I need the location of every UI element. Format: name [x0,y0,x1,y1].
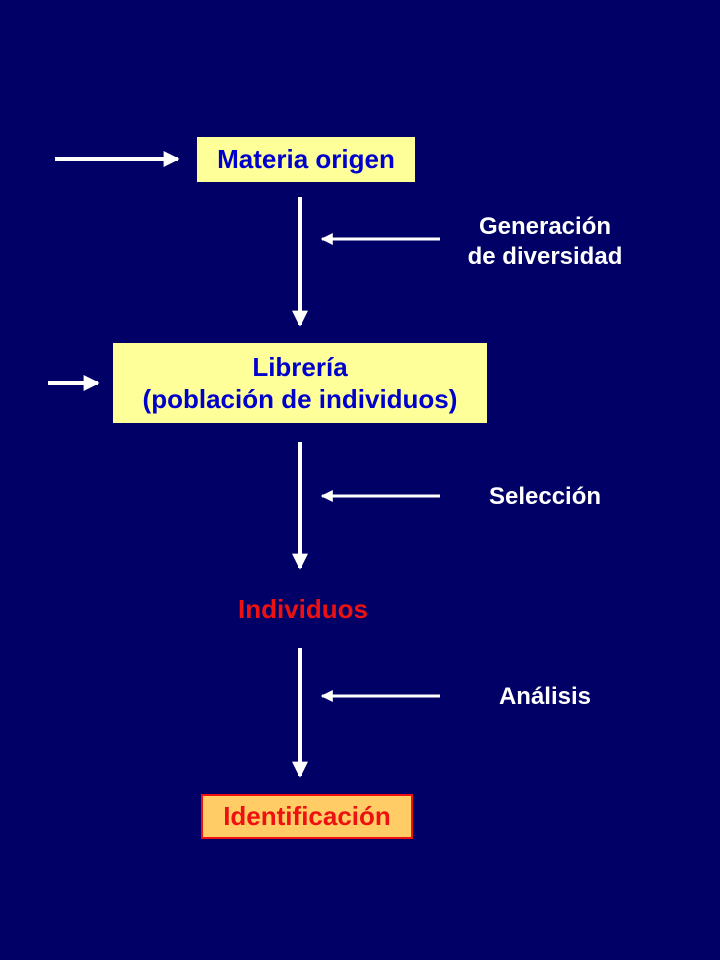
libreria-sublabel: (población de individuos) [142,384,458,414]
generacion-label: Generación de diversidad [440,212,650,272]
individuos-label: Individuos [238,594,368,624]
generacion-label-line1: Generación [478,213,612,240]
identificacion-box: Identificación [201,794,413,839]
materia-origen-label: Materia origen [217,144,395,174]
libreria-label: Librería [252,352,348,382]
generacion-label-line2: de diversidad [467,243,623,270]
analisis-label: Análisis [498,683,592,710]
materia-origen-box: Materia origen [197,137,415,182]
libreria-box: Librería (población de individuos) [113,343,487,423]
identificacion-label: Identificación [223,801,391,831]
seleccion-label: Selección [488,483,602,510]
